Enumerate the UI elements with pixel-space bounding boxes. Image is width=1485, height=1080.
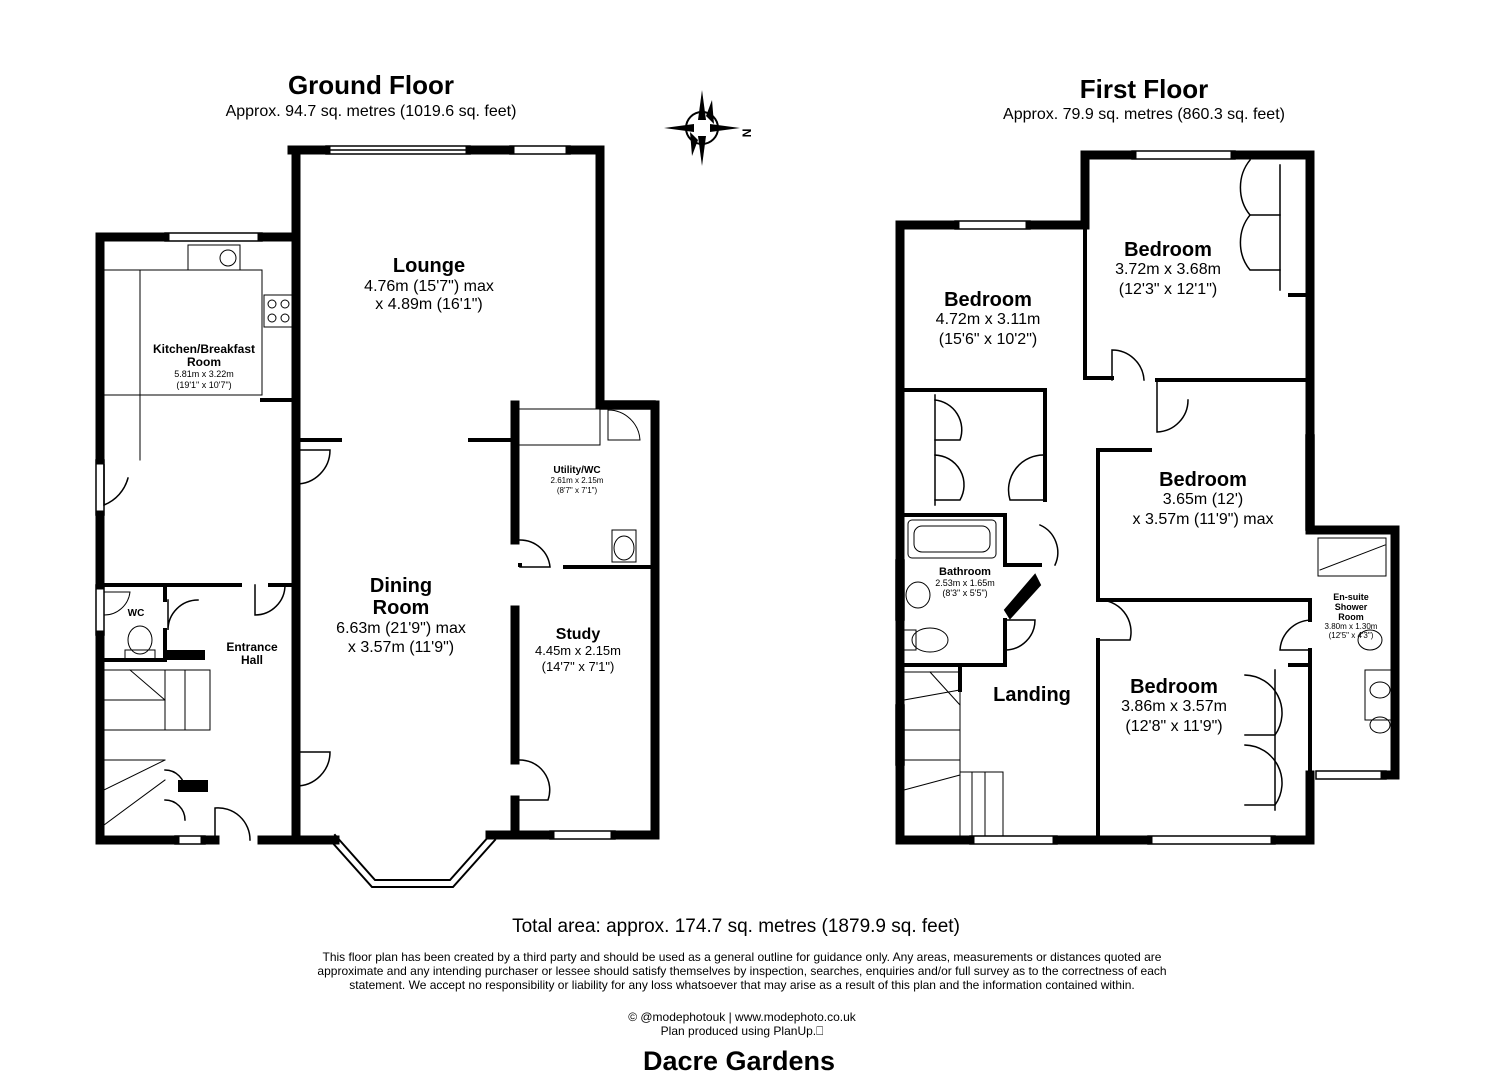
room-bedroom-3: Bedroom 3.65m (12') x 3.57m (11'9") max xyxy=(1133,470,1274,530)
credit: © @modephotouk | www.modephoto.co.uk Pla… xyxy=(628,1010,856,1038)
room-name: Study xyxy=(555,626,601,643)
room-dimension: 3.65m (12') xyxy=(1162,491,1244,508)
room-name: Kitchen/Breakfast xyxy=(152,342,256,356)
room-bedroom-1: Bedroom 4.72m x 3.11m (15'6" x 10'2") xyxy=(936,290,1041,350)
first-floor-area: Approx. 79.9 sq. metres (860.3 sq. feet) xyxy=(1003,106,1285,123)
room-bedroom-2: Bedroom 3.72m x 3.68m (12'3" x 12'1") xyxy=(1115,240,1221,300)
room-dimension: (12'5" x 4'3") xyxy=(1328,631,1374,640)
utility-fittings xyxy=(103,408,641,661)
ground-floor-windows xyxy=(95,145,656,845)
room-name: Room xyxy=(1338,612,1364,622)
room-dimension: 2.53m x 1.65m xyxy=(935,578,995,588)
room-name: Shower xyxy=(1334,602,1368,612)
room-dining: Dining Room 6.63m (21'9") max x 3.57m (1… xyxy=(336,575,466,657)
room-bedroom-4: Bedroom 3.86m x 3.57m (12'8" x 11'9") xyxy=(1121,677,1227,737)
room-name: Room xyxy=(372,597,430,619)
room-dimension: (19'1" x 10'7") xyxy=(176,380,232,390)
room-name: Room xyxy=(186,355,221,369)
credit-line: Plan produced using PlanUp.⎕ xyxy=(660,1024,824,1038)
room-dimension: 4.72m x 3.11m xyxy=(935,311,1041,328)
room-name: Bathroom xyxy=(939,566,991,578)
room-dimension: (14'7" x 7'1") xyxy=(541,659,615,674)
room-name: Entrance xyxy=(226,640,278,654)
room-dimension: x 4.89m (16'1") xyxy=(375,296,483,313)
room-dimension: 3.80m x 1.30m xyxy=(1324,622,1378,631)
total-area: Total area: approx. 174.7 sq. metres (18… xyxy=(512,916,960,937)
compass-north-label: N xyxy=(739,128,754,138)
room-name: En-suite xyxy=(1333,592,1369,602)
bathroom-diagonal-wall xyxy=(1003,573,1042,620)
room-kitchen: Kitchen/Breakfast Room 5.81m x 3.22m (19… xyxy=(153,343,255,391)
first-floor-doors xyxy=(934,158,1311,811)
room-dimension: 3.72m x 3.68m xyxy=(1115,261,1221,278)
ground-floor-staircase xyxy=(103,669,211,826)
room-study: Study 4.45m x 2.15m (14'7" x 7'1") xyxy=(535,627,621,675)
ground-floor-walls xyxy=(95,145,660,845)
room-ensuite: En-suite Shower Room 3.80m x 1.30m (12'5… xyxy=(1325,592,1378,640)
room-dimension: 6.63m (21'9") max xyxy=(336,620,466,637)
room-utility-wc: Utility/WC 2.61m x 2.15m (8'7" x 7'1") xyxy=(551,465,604,496)
room-name: Lounge xyxy=(392,255,466,277)
bay-window xyxy=(328,833,497,888)
room-dimension: (12'3" x 12'1") xyxy=(1118,281,1218,298)
room-dimension: x 3.57m (11'9") max xyxy=(1132,511,1274,528)
room-name: Dining xyxy=(369,575,433,597)
room-lounge: Lounge 4.76m (15'7") max x 4.89m (16'1") xyxy=(364,255,494,314)
credit-line: © @modephotouk | www.modephoto.co.uk xyxy=(628,1010,856,1024)
room-dimension: (12'8" x 11'9") xyxy=(1125,718,1223,735)
hall-pillar xyxy=(165,650,205,660)
ground-floor-title: Ground Floor xyxy=(287,70,455,100)
bathroom-fittings xyxy=(903,519,1392,734)
room-name: Hall xyxy=(240,653,264,667)
kitchen-worktop xyxy=(103,244,293,461)
room-dimension: 3.86m x 3.57m xyxy=(1121,698,1227,715)
room-dimension: 4.76m (15'7") max xyxy=(364,278,494,295)
room-dimension: (8'3" x 5'5") xyxy=(942,588,988,598)
disclaimer-line: This floor plan has been created by a th… xyxy=(322,950,1162,964)
room-dimension: x 3.57m (11'9") xyxy=(347,639,455,656)
room-dimension: (8'7" x 7'1") xyxy=(556,486,598,495)
room-wc: WC xyxy=(127,608,145,619)
first-floor-windows xyxy=(895,150,1387,845)
room-dimension: 5.81m x 3.22m xyxy=(174,369,234,379)
room-name: Bedroom xyxy=(1124,239,1212,261)
room-name: Utility/WC xyxy=(553,465,601,476)
first-floor-staircase xyxy=(903,671,1004,836)
first-floor-title: First Floor xyxy=(1079,74,1209,104)
property-name: Dacre Gardens xyxy=(642,1046,836,1076)
compass-icon xyxy=(664,90,740,166)
room-bathroom: Bathroom 2.53m x 1.65m (8'3" x 5'5") xyxy=(935,566,995,599)
room-dimension: (15'6" x 10'2") xyxy=(938,331,1038,348)
room-entrance-hall: Entrance Hall xyxy=(226,641,277,667)
ground-floor-doors xyxy=(103,449,551,841)
ground-floor-area: Approx. 94.7 sq. metres (1019.6 sq. feet… xyxy=(225,103,517,120)
room-name: Bedroom xyxy=(1159,469,1247,491)
room-dimension: 2.61m x 2.15m xyxy=(550,476,604,485)
disclaimer: This floor plan has been created by a th… xyxy=(262,950,1222,992)
room-landing: Landing xyxy=(993,684,1071,706)
disclaimer-line: approximate and any intending purchaser … xyxy=(317,964,1167,978)
room-name: Bedroom xyxy=(1130,676,1218,698)
room-dimension: 4.45m x 2.15m xyxy=(535,643,621,658)
disclaimer-line: statement. We accept no responsibility o… xyxy=(349,978,1135,992)
room-name: Bedroom xyxy=(944,289,1032,311)
